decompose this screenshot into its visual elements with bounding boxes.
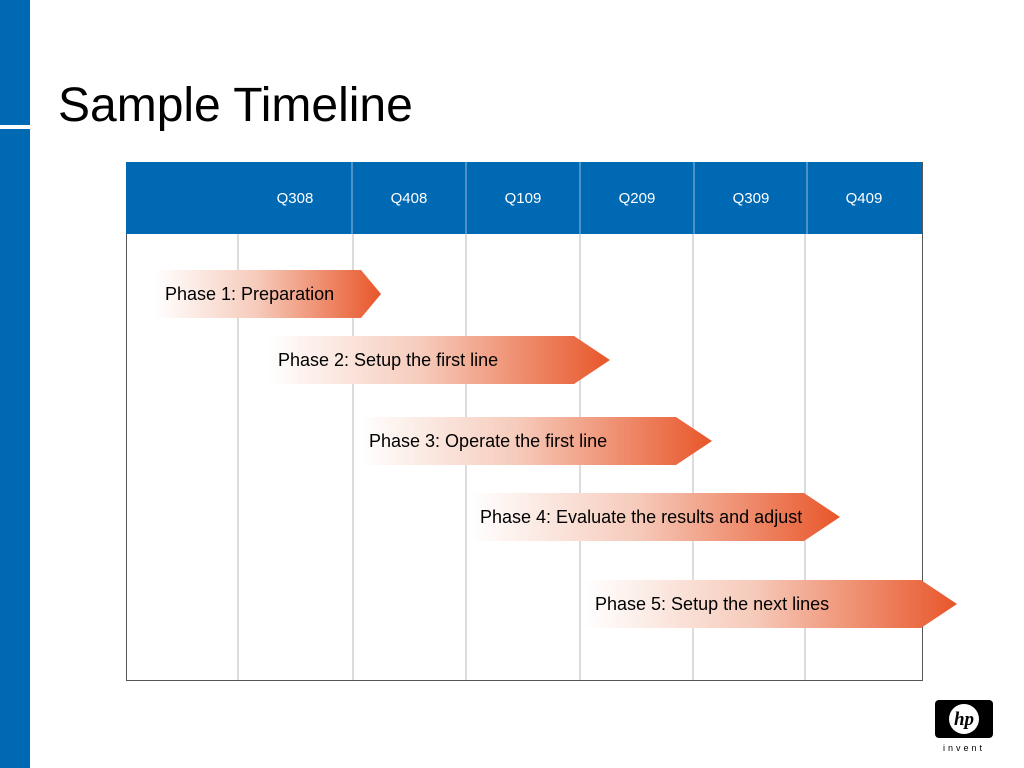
grid-line <box>352 234 354 680</box>
logo-tagline: invent <box>943 743 985 753</box>
phase-arrow-shape <box>585 580 957 628</box>
left-accent-bar <box>0 0 30 768</box>
phase-label: Phase 2: Setup the first line <box>278 350 499 370</box>
phase-label: Phase 3: Operate the first line <box>369 431 608 451</box>
phase-arrow-shape <box>470 493 840 541</box>
column-header-q308: Q308 <box>276 190 314 207</box>
column-header-q309: Q309 <box>732 190 770 207</box>
header-separator <box>579 162 581 234</box>
phase-bar-3: Phase 3: Operate the first line <box>359 417 712 465</box>
phase-label: Phase 5: Setup the next lines <box>595 594 830 614</box>
phase-arrow-shape <box>268 336 610 384</box>
phase-label: Phase 4: Evaluate the results and adjust <box>480 507 803 527</box>
phase-arrow-shape <box>155 270 381 318</box>
header-separator <box>351 162 353 234</box>
column-header-q409: Q409 <box>845 190 883 207</box>
grid-line <box>692 234 694 680</box>
grid-line <box>237 234 239 680</box>
phase-arrow-shape <box>359 417 712 465</box>
timeline-header <box>126 162 922 234</box>
header-separator <box>465 162 467 234</box>
hp-logo: hp ® invent <box>935 700 994 756</box>
column-header-q408: Q408 <box>390 190 428 207</box>
header-separator <box>806 162 808 234</box>
slide-title: Sample Timeline <box>58 79 413 132</box>
phase-bar-4: Phase 4: Evaluate the results and adjust <box>470 493 840 541</box>
svg-text:®: ® <box>990 701 993 708</box>
column-header-q209: Q209 <box>618 190 656 207</box>
phase-bar-2: Phase 2: Setup the first line <box>268 336 610 384</box>
phase-label: Phase 1: Preparation <box>165 284 335 304</box>
phase-bar-5: Phase 5: Setup the next lines <box>585 580 957 628</box>
phase-bar-1: Phase 1: Preparation <box>155 270 381 318</box>
grid-line <box>804 234 806 680</box>
column-header-q109: Q109 <box>504 190 542 207</box>
header-separator <box>693 162 695 234</box>
left-bar-divider <box>0 125 30 129</box>
logo-mark: hp <box>954 709 974 730</box>
